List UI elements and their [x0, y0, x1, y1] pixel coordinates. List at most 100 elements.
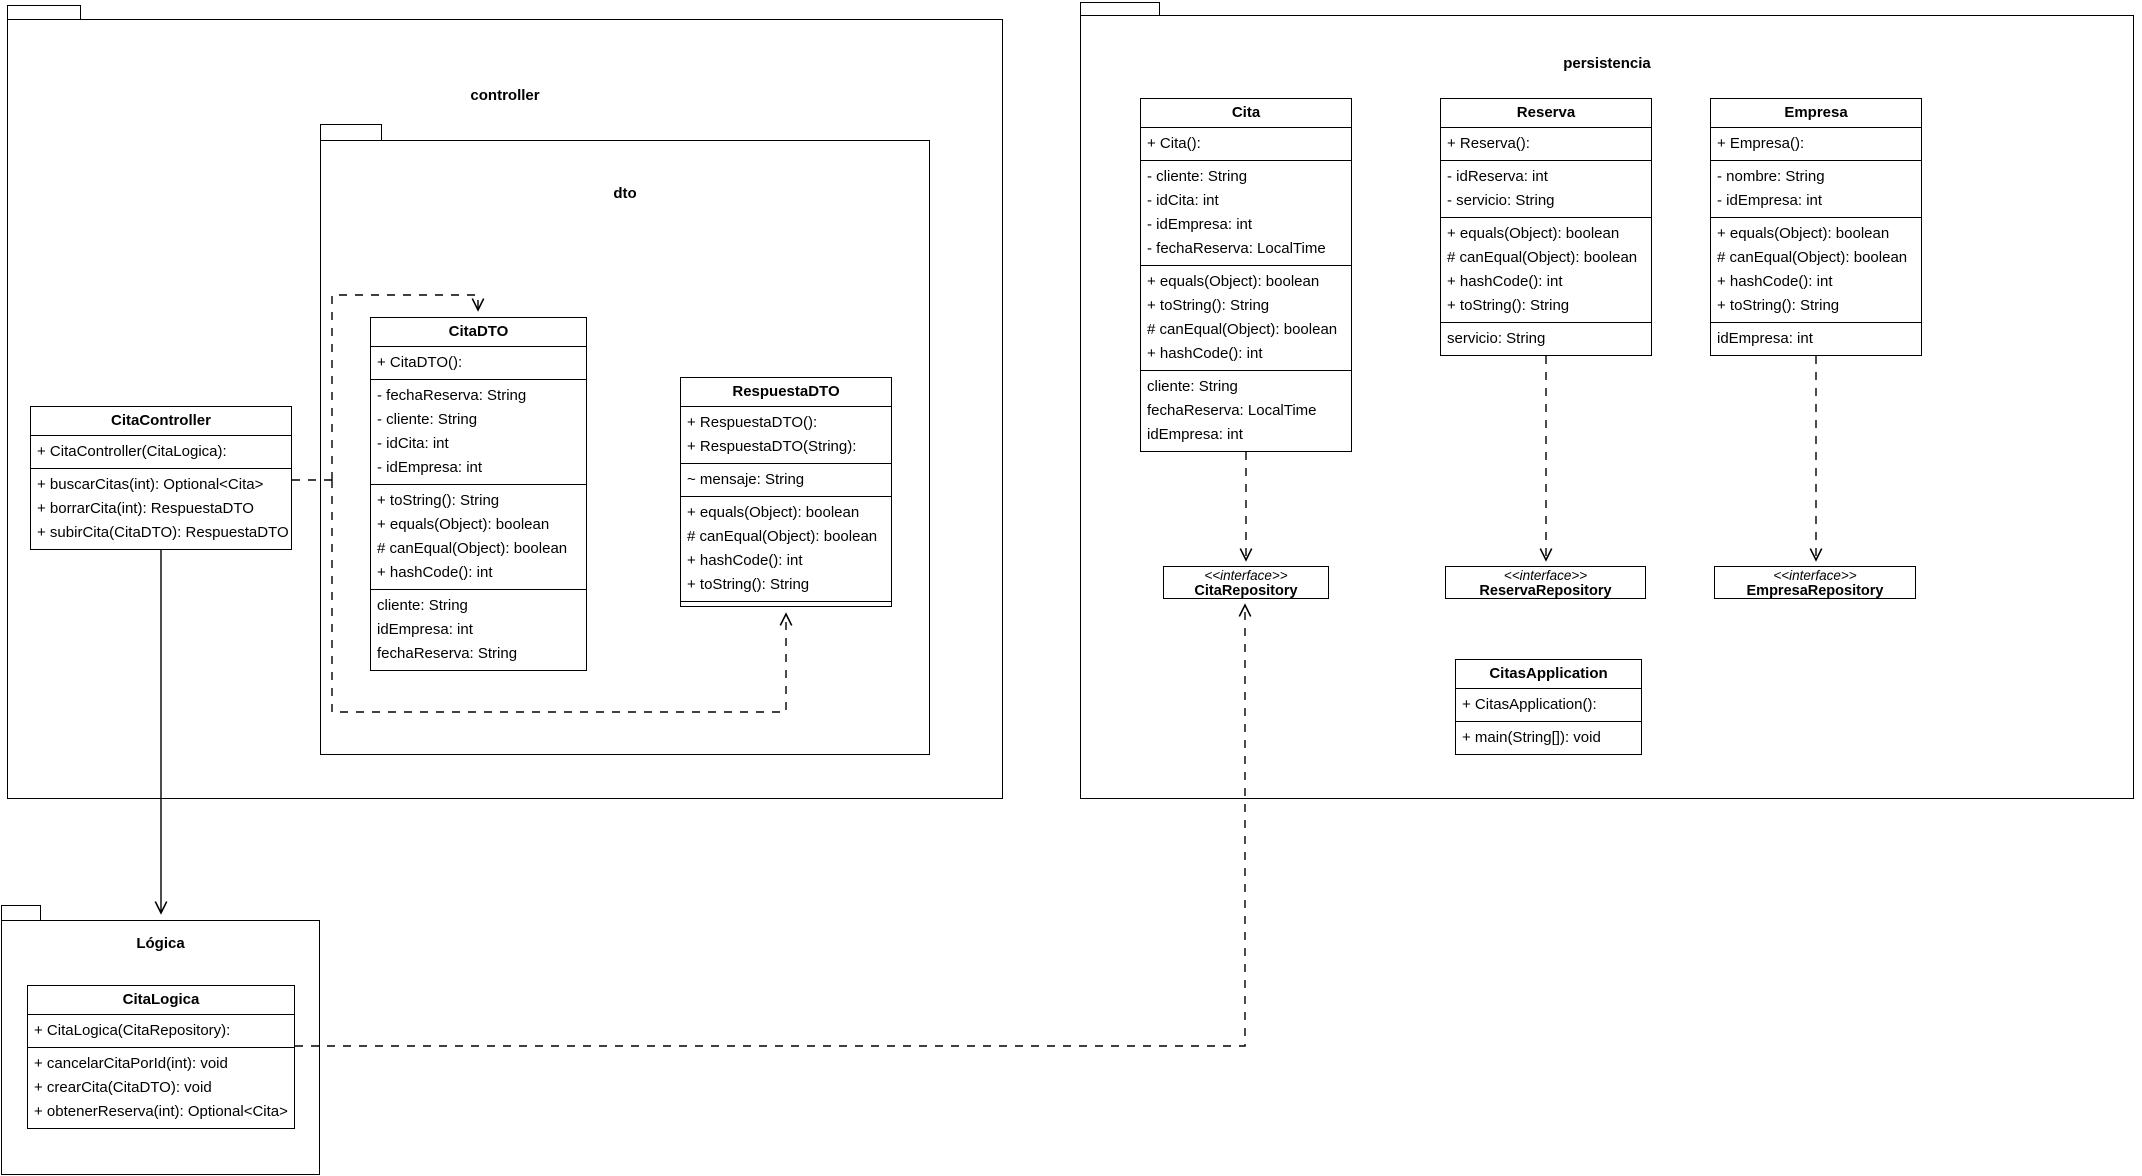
class-reserva[interactable]: Reserva + Reserva(): - idReserva: int - ser…	[1440, 98, 1652, 356]
member-row: + equals(Object): boolean	[1717, 225, 1890, 242]
member-row: idEmpresa: int	[377, 621, 473, 638]
member-row: + cancelarCitaPorId(int): void	[34, 1055, 228, 1072]
member-row: + RespuestaDTO():	[687, 414, 818, 431]
member-row: ~ mensaje: String	[687, 471, 805, 488]
class-compartment: servicio: String	[1441, 322, 1651, 355]
member-row: + toString(): String	[687, 576, 810, 593]
member-row: + crearCita(CitaDTO): void	[34, 1079, 212, 1096]
member-row: - idCita: int	[1147, 192, 1219, 209]
class-compartment: - nombre: String - idEmpresa: int	[1711, 160, 1921, 217]
class-title: CitaLogica	[122, 991, 200, 1008]
member-row: - idEmpresa: int	[377, 459, 483, 476]
member-row: + subirCita(CitaDTO): RespuestaDTO	[37, 524, 289, 541]
class-empresa[interactable]: Empresa + Empresa(): - nombre: String - idE…	[1710, 98, 1922, 356]
class-compartment: + equals(Object): boolean + toString(): S…	[1141, 265, 1351, 370]
class-title: RespuestaDTO	[732, 383, 840, 400]
class-citalogica[interactable]: CitaLogica + CitaLogica(CitaRepository): +…	[27, 985, 295, 1129]
member-row: + RespuestaDTO(String):	[687, 438, 857, 455]
member-row: servicio: String	[1447, 330, 1546, 347]
class-compartment: + CitaDTO():	[371, 346, 586, 379]
class-compartment: + buscarCitas(int): Optional<Cita> + borr…	[31, 468, 291, 549]
class-compartment: + CitaController(CitaLogica):	[31, 435, 291, 468]
member-row: + equals(Object): boolean	[1447, 225, 1620, 242]
interface-stereotype: <<interface>>	[1503, 568, 1588, 583]
class-compartment: + Reserva():	[1441, 127, 1651, 160]
member-row: + borrarCita(int): RespuestaDTO	[37, 500, 254, 517]
class-compartment: + toString(): String+ equals(Object): bo…	[371, 484, 586, 589]
class-compartment: + equals(Object): boolean # canEqual(Obje…	[1711, 217, 1921, 322]
package-label: dto	[613, 185, 637, 202]
class-compartment: - fechaReserva: String - cliente: String -…	[371, 379, 586, 484]
member-row: - servicio: String	[1447, 192, 1555, 209]
interface-citarepository[interactable]: <<interface>>CitaRepository	[1163, 566, 1329, 599]
member-row: + toString(): String	[1717, 297, 1840, 314]
class-compartment: + equals(Object): boolean # canEqual(Obje…	[1441, 217, 1651, 322]
class-title: Reserva	[1516, 104, 1576, 121]
class-compartment: idEmpresa: int	[1711, 322, 1921, 355]
member-row: - cliente: String	[1147, 168, 1248, 185]
class-compartment: + RespuestaDTO(): + RespuestaDTO(String):	[681, 406, 891, 463]
class-citacontroller[interactable]: CitaController + CitaController(CitaLogic…	[30, 406, 292, 550]
class-compartment: + CitasApplication():	[1456, 688, 1641, 721]
class-title: CitasApplication	[1489, 665, 1608, 682]
member-row: + hashCode(): int	[1147, 345, 1263, 362]
class-compartment: + cancelarCitaPorId(int): void + crearCit…	[28, 1047, 294, 1128]
class-title: CitaController	[110, 412, 211, 429]
member-row: - nombre: String	[1717, 168, 1825, 185]
member-row: + equals(Object): boolean	[377, 516, 550, 533]
class-compartment: ~ mensaje: String	[681, 463, 891, 496]
member-row: # canEqual(Object): boolean	[1717, 249, 1908, 266]
member-row: + Empresa():	[1717, 135, 1805, 152]
class-citasapplication[interactable]: CitasApplication + CitasApplication(): + m…	[1455, 659, 1642, 755]
interface-empresarepository[interactable]: <<interface>>EmpresaRepository	[1714, 566, 1916, 599]
package-label: controller	[470, 87, 540, 104]
class-title: Empresa	[1784, 104, 1848, 121]
interface-stereotype: <<interface>>	[1204, 568, 1288, 583]
member-row: # canEqual(Object): boolean	[687, 528, 878, 545]
interface-name: ReservaRepository	[1479, 583, 1612, 599]
class-cita[interactable]: Cita+ Cita():- cliente: String- idCita: …	[1140, 98, 1352, 452]
member-row: + buscarCitas(int): Optional<Cita>	[37, 476, 264, 493]
class-citadto[interactable]: CitaDTO + CitaDTO(): - fechaReserva: Strin…	[370, 317, 587, 671]
class-compartment: + CitaLogica(CitaRepository):	[28, 1014, 294, 1047]
dependency-citacontroller-citadto[interactable]	[331, 294, 485, 480]
member-row: + main(String[]): void	[1462, 729, 1601, 746]
class-compartment: + main(String[]): void	[1456, 721, 1641, 754]
dependency-citalogica-citarepository[interactable]	[295, 603, 1252, 1047]
member-row: + hashCode(): int	[377, 564, 493, 581]
member-row: + Cita():	[1147, 135, 1201, 152]
member-row: idEmpresa: int	[1717, 330, 1813, 347]
interface-name: CitaRepository	[1194, 583, 1298, 599]
class-respuestadto[interactable]: RespuestaDTO+ RespuestaDTO():+ Respuesta…	[680, 377, 892, 607]
member-row: + CitaController(CitaLogica):	[37, 443, 227, 460]
member-row: fechaReserva: LocalTime	[1147, 402, 1317, 419]
interface-reservarepository[interactable]: <<interface>>ReservaRepository	[1445, 566, 1646, 599]
member-row: + hashCode(): int	[687, 552, 803, 569]
member-row: # canEqual(Object): boolean	[377, 540, 568, 557]
member-row: + CitaLogica(CitaRepository):	[34, 1022, 231, 1039]
member-row: - cliente: String	[377, 411, 478, 428]
member-row: - idEmpresa: int	[1147, 216, 1253, 233]
member-row: + toString(): String	[1147, 297, 1270, 314]
member-row: + equals(Object): boolean	[1147, 273, 1320, 290]
member-row: - fechaReserva: String	[377, 387, 527, 404]
member-row: - idReserva: int	[1447, 168, 1548, 185]
member-row: + CitasApplication():	[1462, 696, 1597, 713]
member-row: + hashCode(): int	[1447, 273, 1563, 290]
member-row: # canEqual(Object): boolean	[1447, 249, 1638, 266]
dependency-citacontroller-respuestadto[interactable]	[331, 480, 793, 713]
class-compartment	[681, 601, 891, 606]
member-row: - idEmpresa: int	[1717, 192, 1823, 209]
class-compartment: - cliente: String - idCita: int - idEmpres…	[1141, 160, 1351, 265]
member-row: + CitaDTO():	[377, 354, 463, 371]
class-compartment: + equals(Object): boolean# canEqual(Obje…	[681, 496, 891, 601]
member-row: cliente: String	[377, 597, 468, 614]
member-row: # canEqual(Object): boolean	[1147, 321, 1338, 338]
class-title: CitaDTO	[448, 323, 509, 340]
member-row: + Reserva():	[1447, 135, 1530, 152]
member-row: - idCita: int	[377, 435, 449, 452]
